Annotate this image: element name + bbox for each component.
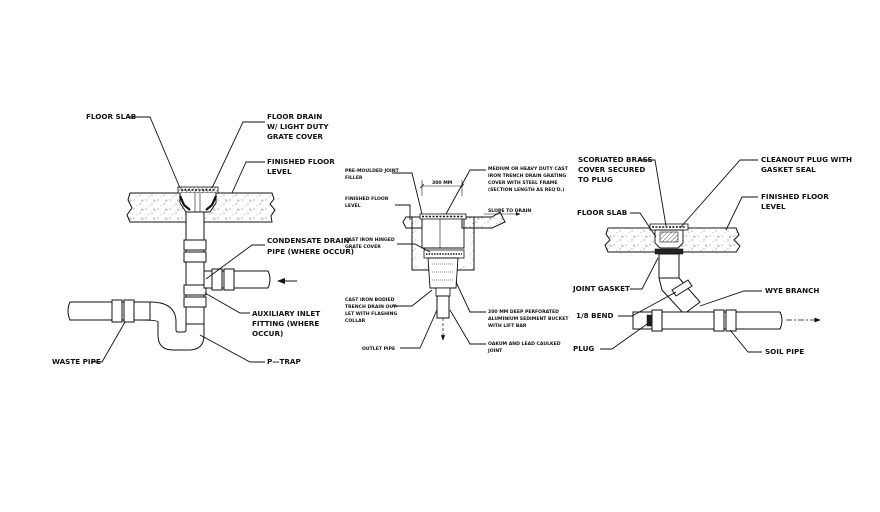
floor-drain-ptrap-diagram: FLOOR SLAB FLOOR DRAIN W/ LIGHT DUTY GRA… bbox=[52, 112, 354, 366]
trench-drain-diagram: 300 MM bbox=[345, 166, 569, 354]
label-auxiliary-inlet: OCCUR) bbox=[252, 329, 283, 338]
label-brass-cover: TO PLUG bbox=[578, 175, 613, 184]
label-premoulded-filler: PRE-MOULDED JOINT bbox=[345, 168, 400, 174]
label-hinged-grate: CAST IRON HINGED bbox=[345, 237, 395, 243]
label-trench-outlet: CAST IRON BODIED bbox=[345, 297, 395, 303]
label-grating-cover: IRON TRENCH DRAIN GRATING bbox=[488, 173, 566, 179]
waste-pipe bbox=[67, 299, 151, 323]
label-finished-floor-3: LEVEL bbox=[761, 202, 786, 211]
leader-lines-1 bbox=[91, 116, 265, 363]
label-grating-cover: MEDIUM OR HEAVY DUTY CAST bbox=[488, 166, 569, 172]
label-floor-drain: W/ LIGHT DUTY bbox=[267, 122, 329, 131]
label-finished-floor: FINISHED FLOOR bbox=[267, 157, 335, 166]
label-finished-floor: LEVEL bbox=[267, 167, 292, 176]
label-condensate-drain: CONDENSATE DRAIN bbox=[267, 236, 350, 245]
label-floor-slab: FLOOR SLAB bbox=[86, 112, 136, 121]
label-p-trap: P—TRAP bbox=[267, 357, 301, 366]
label-slope-to-drain: SLOPE TO DRAIN bbox=[488, 208, 531, 214]
label-floor-drain: FLOOR DRAIN bbox=[267, 112, 322, 121]
label-finished-floor-3: FINISHED FLOOR bbox=[761, 192, 829, 201]
auxiliary-inlet-branch bbox=[203, 268, 271, 291]
label-cleanout-plug: GASKET SEAL bbox=[761, 165, 816, 174]
label-floor-drain: GRATE COVER bbox=[267, 132, 323, 141]
label-auxiliary-inlet: AUXILIARY INLET bbox=[252, 309, 320, 318]
label-eighth-bend: 1/8 BEND bbox=[576, 311, 614, 320]
vertical-riser-pipe bbox=[183, 211, 207, 325]
label-outlet-pipe: OUTLET PIPE bbox=[362, 346, 395, 352]
soil-pipe bbox=[632, 309, 783, 332]
leader-lines-3 bbox=[600, 159, 762, 353]
vertical-pipe-3 bbox=[658, 253, 701, 315]
label-brass-cover: SCORIATED BRASS bbox=[578, 155, 653, 164]
dimension-300mm: 300 MM bbox=[432, 180, 453, 186]
label-finished-floor-2: LEVEL bbox=[345, 203, 361, 209]
label-trench-outlet: COLLAR bbox=[345, 318, 366, 324]
label-auxiliary-inlet: FITTING (WHERE bbox=[252, 319, 319, 328]
label-plug: PLUG bbox=[573, 344, 594, 353]
floor-drain-body bbox=[177, 186, 219, 213]
label-wye-branch: WYE BRANCH bbox=[765, 286, 819, 295]
label-grating-cover: (SECTION LENGTH AS REQ'D.) bbox=[488, 187, 564, 193]
label-hinged-grate: GRATE COVER bbox=[345, 244, 381, 250]
outlet-pipe bbox=[436, 295, 450, 341]
label-premoulded-filler: FILLER bbox=[345, 175, 363, 181]
label-brass-cover: COVER SECURED bbox=[578, 165, 645, 174]
cleanout-plug bbox=[649, 223, 689, 255]
label-trench-outlet: LET WITH FLASHING bbox=[345, 311, 397, 317]
label-joint-gasket: JOINT GASKET bbox=[572, 284, 630, 293]
label-oakum-joint: JOINT bbox=[487, 348, 503, 354]
leader-lines-2 bbox=[392, 169, 486, 349]
sediment-bucket bbox=[423, 249, 465, 297]
label-oakum-joint: OAKUM AND LEAD CAULKED bbox=[488, 341, 561, 347]
label-floor-slab-3: FLOOR SLAB bbox=[577, 208, 627, 217]
label-finished-floor-2: FINISHED FLOOR bbox=[345, 196, 389, 202]
label-trench-outlet: TRENCH DRAIN OUT- bbox=[345, 304, 398, 310]
label-sediment-bucket: 200 MM DEEP PERFORATED bbox=[488, 309, 559, 315]
label-sediment-bucket: ALUMINIUM SEDIMENT BUCKET bbox=[488, 316, 569, 322]
label-soil-pipe: SOIL PIPE bbox=[765, 347, 804, 356]
label-condensate-drain: PIPE (WHERE OCCUR) bbox=[267, 247, 354, 256]
label-sediment-bucket: WITH LIFT BAR bbox=[488, 323, 527, 329]
dimension-line: 300 MM bbox=[419, 180, 465, 196]
label-cleanout-plug: CLEANOUT PLUG WITH bbox=[761, 155, 852, 164]
label-grating-cover: COVER WITH STEEL FRAME bbox=[488, 180, 558, 186]
cleanout-wye-diagram: SCORIATED BRASS COVER SECURED TO PLUG CL… bbox=[572, 155, 852, 356]
label-waste-pipe: WASTE PIPE bbox=[52, 357, 101, 366]
